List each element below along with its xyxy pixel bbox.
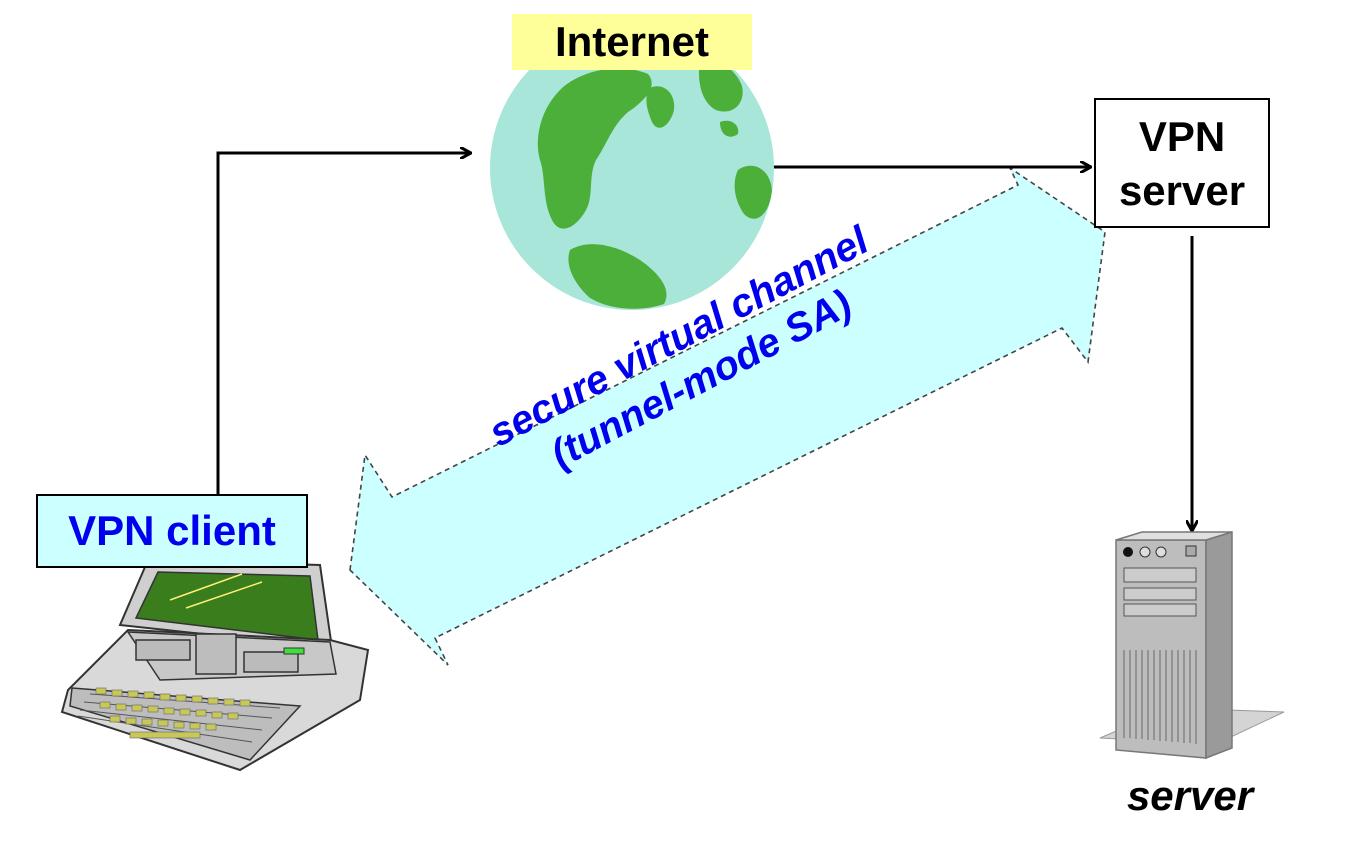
laptop-icon — [60, 558, 370, 772]
internet-label: Internet — [512, 14, 752, 70]
globe-icon — [490, 26, 774, 310]
server-caption: server — [1126, 772, 1254, 819]
client-to-internet-line — [216, 153, 470, 494]
vpn-client-label: VPN client — [36, 494, 308, 568]
vpn-server-line-2: server — [1118, 167, 1246, 214]
server-tower-icon — [1099, 530, 1285, 760]
secure-channel-arrow — [349, 165, 1106, 666]
vpn-server-line-1: VPN — [1138, 113, 1226, 160]
vpn-server-box: VPN server — [1094, 98, 1270, 228]
